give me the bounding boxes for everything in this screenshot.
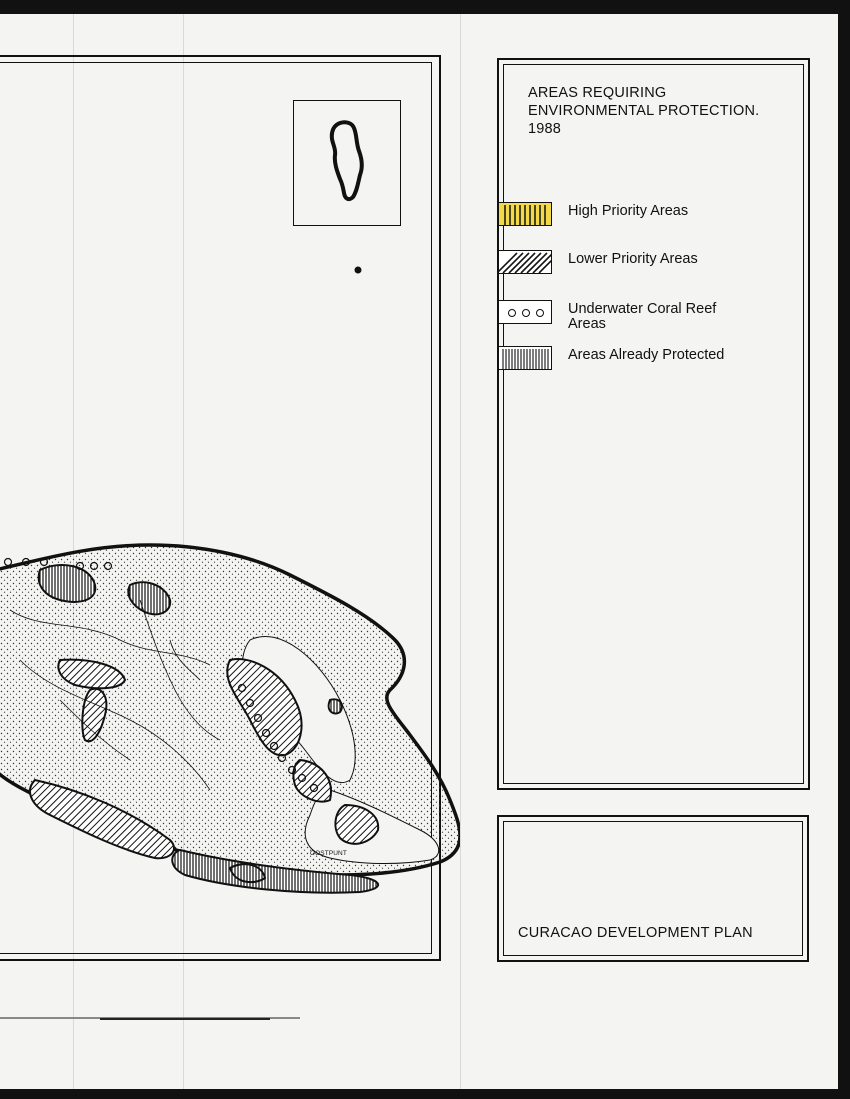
legend-label-line: Underwater Coral Reef <box>568 301 717 317</box>
map-frame-outer <box>0 55 441 961</box>
title-frame-outer <box>497 815 809 962</box>
island-map <box>0 266 460 894</box>
coral-reef-markers <box>3 557 319 793</box>
vertical-lines-swatch-icon <box>498 202 552 226</box>
dense-vertical-lines-swatch-icon <box>498 346 552 370</box>
legend-title-line: 1988 <box>528 121 562 137</box>
title-frame-inner <box>503 821 803 956</box>
locator-inset <box>293 100 401 226</box>
legend-label-line: Areas <box>568 316 606 332</box>
diagonal-hatch-swatch-icon <box>498 250 552 274</box>
document-title: CURACAO DEVELOPMENT PLAN <box>518 925 753 941</box>
map-frame-inner <box>0 62 432 954</box>
legend-item-lower-priority: Lower Priority Areas <box>498 250 798 290</box>
legend-item-coral-reef: Underwater Coral Reef Areas <box>498 300 798 340</box>
paper-edge-line <box>100 1018 270 1020</box>
legend-item-high-priority: High Priority Areas <box>498 202 798 242</box>
fold-line <box>460 0 461 1099</box>
legend-frame-outer <box>497 58 810 790</box>
legend-label: Areas Already Protected <box>568 347 725 363</box>
legend-title-line: ENVIRONMENTAL PROTECTION. <box>528 103 760 119</box>
scan-border-bottom <box>0 1089 850 1099</box>
legend-item-already-protected: Areas Already Protected <box>498 346 798 386</box>
legend-title-line: AREAS REQUIRING <box>528 85 667 101</box>
legend-label: High Priority Areas <box>568 203 689 219</box>
legend-label: Underwater Coral Reef Areas <box>568 302 788 332</box>
place-label-oostpunt: OOSTPUNT <box>310 850 347 857</box>
legend-frame-inner <box>503 64 804 784</box>
island-locator-icon <box>329 120 364 202</box>
circles-swatch-icon <box>498 300 552 324</box>
fold-line <box>73 0 74 1099</box>
legend-title: AREAS REQUIRING ENVIRONMENTAL PROTECTION… <box>528 84 759 138</box>
scan-border-right <box>838 0 850 1099</box>
islet-dot <box>354 266 362 274</box>
scan-border-top <box>0 0 850 14</box>
legend-label: Lower Priority Areas <box>568 251 698 267</box>
